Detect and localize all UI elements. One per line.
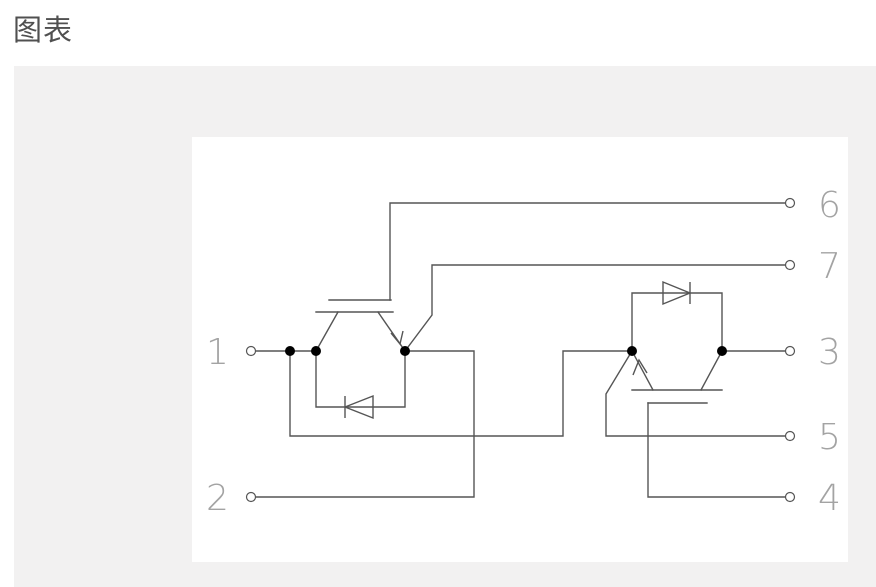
igbt-module-circuit-diagram: 1 2 6 7 3 5 4 (205, 184, 841, 519)
terminal-label-5: 5 (818, 417, 841, 458)
terminal-1-connector-icon (245, 345, 257, 357)
right-emitter-arrow-icon (632, 358, 648, 376)
left-igbt-collector (315, 311, 339, 352)
right-igbt-emitter (631, 350, 654, 391)
left-emitter-arrow-icon (390, 330, 404, 346)
terminal-4-connector-icon (784, 491, 796, 503)
right-diode-loop (631, 292, 723, 352)
junction-dot (285, 346, 295, 356)
terminal-label-2: 2 (206, 478, 229, 519)
left-igbt-emitter (377, 311, 406, 352)
terminal-label-7: 7 (818, 246, 841, 287)
diagram-panel: 1 2 6 7 3 5 4 (14, 66, 876, 587)
terminal-6-connector-icon (784, 197, 796, 209)
junction-dot (627, 346, 637, 356)
terminal-label-3: 3 (818, 332, 841, 373)
wire-gate-to-terminal-6 (389, 202, 786, 301)
terminal-7-connector-icon (784, 259, 796, 271)
wire-loop-1-to-3-node (289, 350, 633, 437)
page-title: 图表 (13, 13, 74, 47)
wire-emitter-to-terminal-5 (605, 350, 786, 437)
left-diode-icon (343, 394, 374, 420)
wire-node-to-terminal-2 (255, 350, 475, 498)
terminal-label-6: 6 (818, 185, 841, 226)
left-diode-loop (315, 350, 406, 408)
terminal-2-connector-icon (245, 491, 257, 503)
junction-dot (400, 346, 410, 356)
terminal-5-connector-icon (784, 430, 796, 442)
wire-gate-to-terminal-4 (647, 402, 786, 498)
terminal-label-1: 1 (206, 332, 229, 373)
right-diode-icon (662, 280, 692, 306)
terminal-3-connector-icon (784, 345, 796, 357)
right-igbt-collector (700, 350, 723, 391)
circuit-diagram-card: 1 2 6 7 3 5 4 (192, 137, 848, 562)
junction-dot (717, 346, 727, 356)
junction-dot (311, 346, 321, 356)
terminal-label-4: 4 (818, 478, 841, 519)
wire-emitter-to-terminal-7 (404, 264, 786, 352)
